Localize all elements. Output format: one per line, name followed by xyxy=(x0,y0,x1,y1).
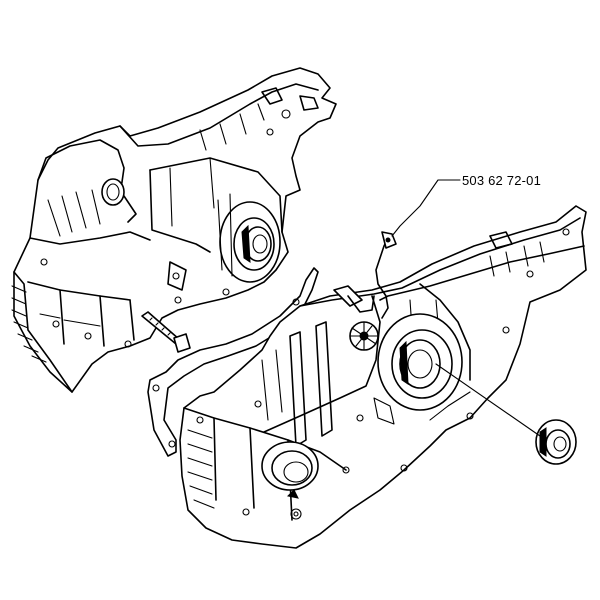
leader-lines xyxy=(391,179,541,437)
oil-line-part xyxy=(375,231,397,319)
seal-ring-part xyxy=(535,419,577,465)
screw-part xyxy=(141,311,191,353)
right-crankcase-half xyxy=(179,205,587,549)
left-crankcase-half xyxy=(11,67,337,393)
gasket-part xyxy=(147,267,319,457)
part-number-label: 503 62 72-01 xyxy=(462,173,542,188)
